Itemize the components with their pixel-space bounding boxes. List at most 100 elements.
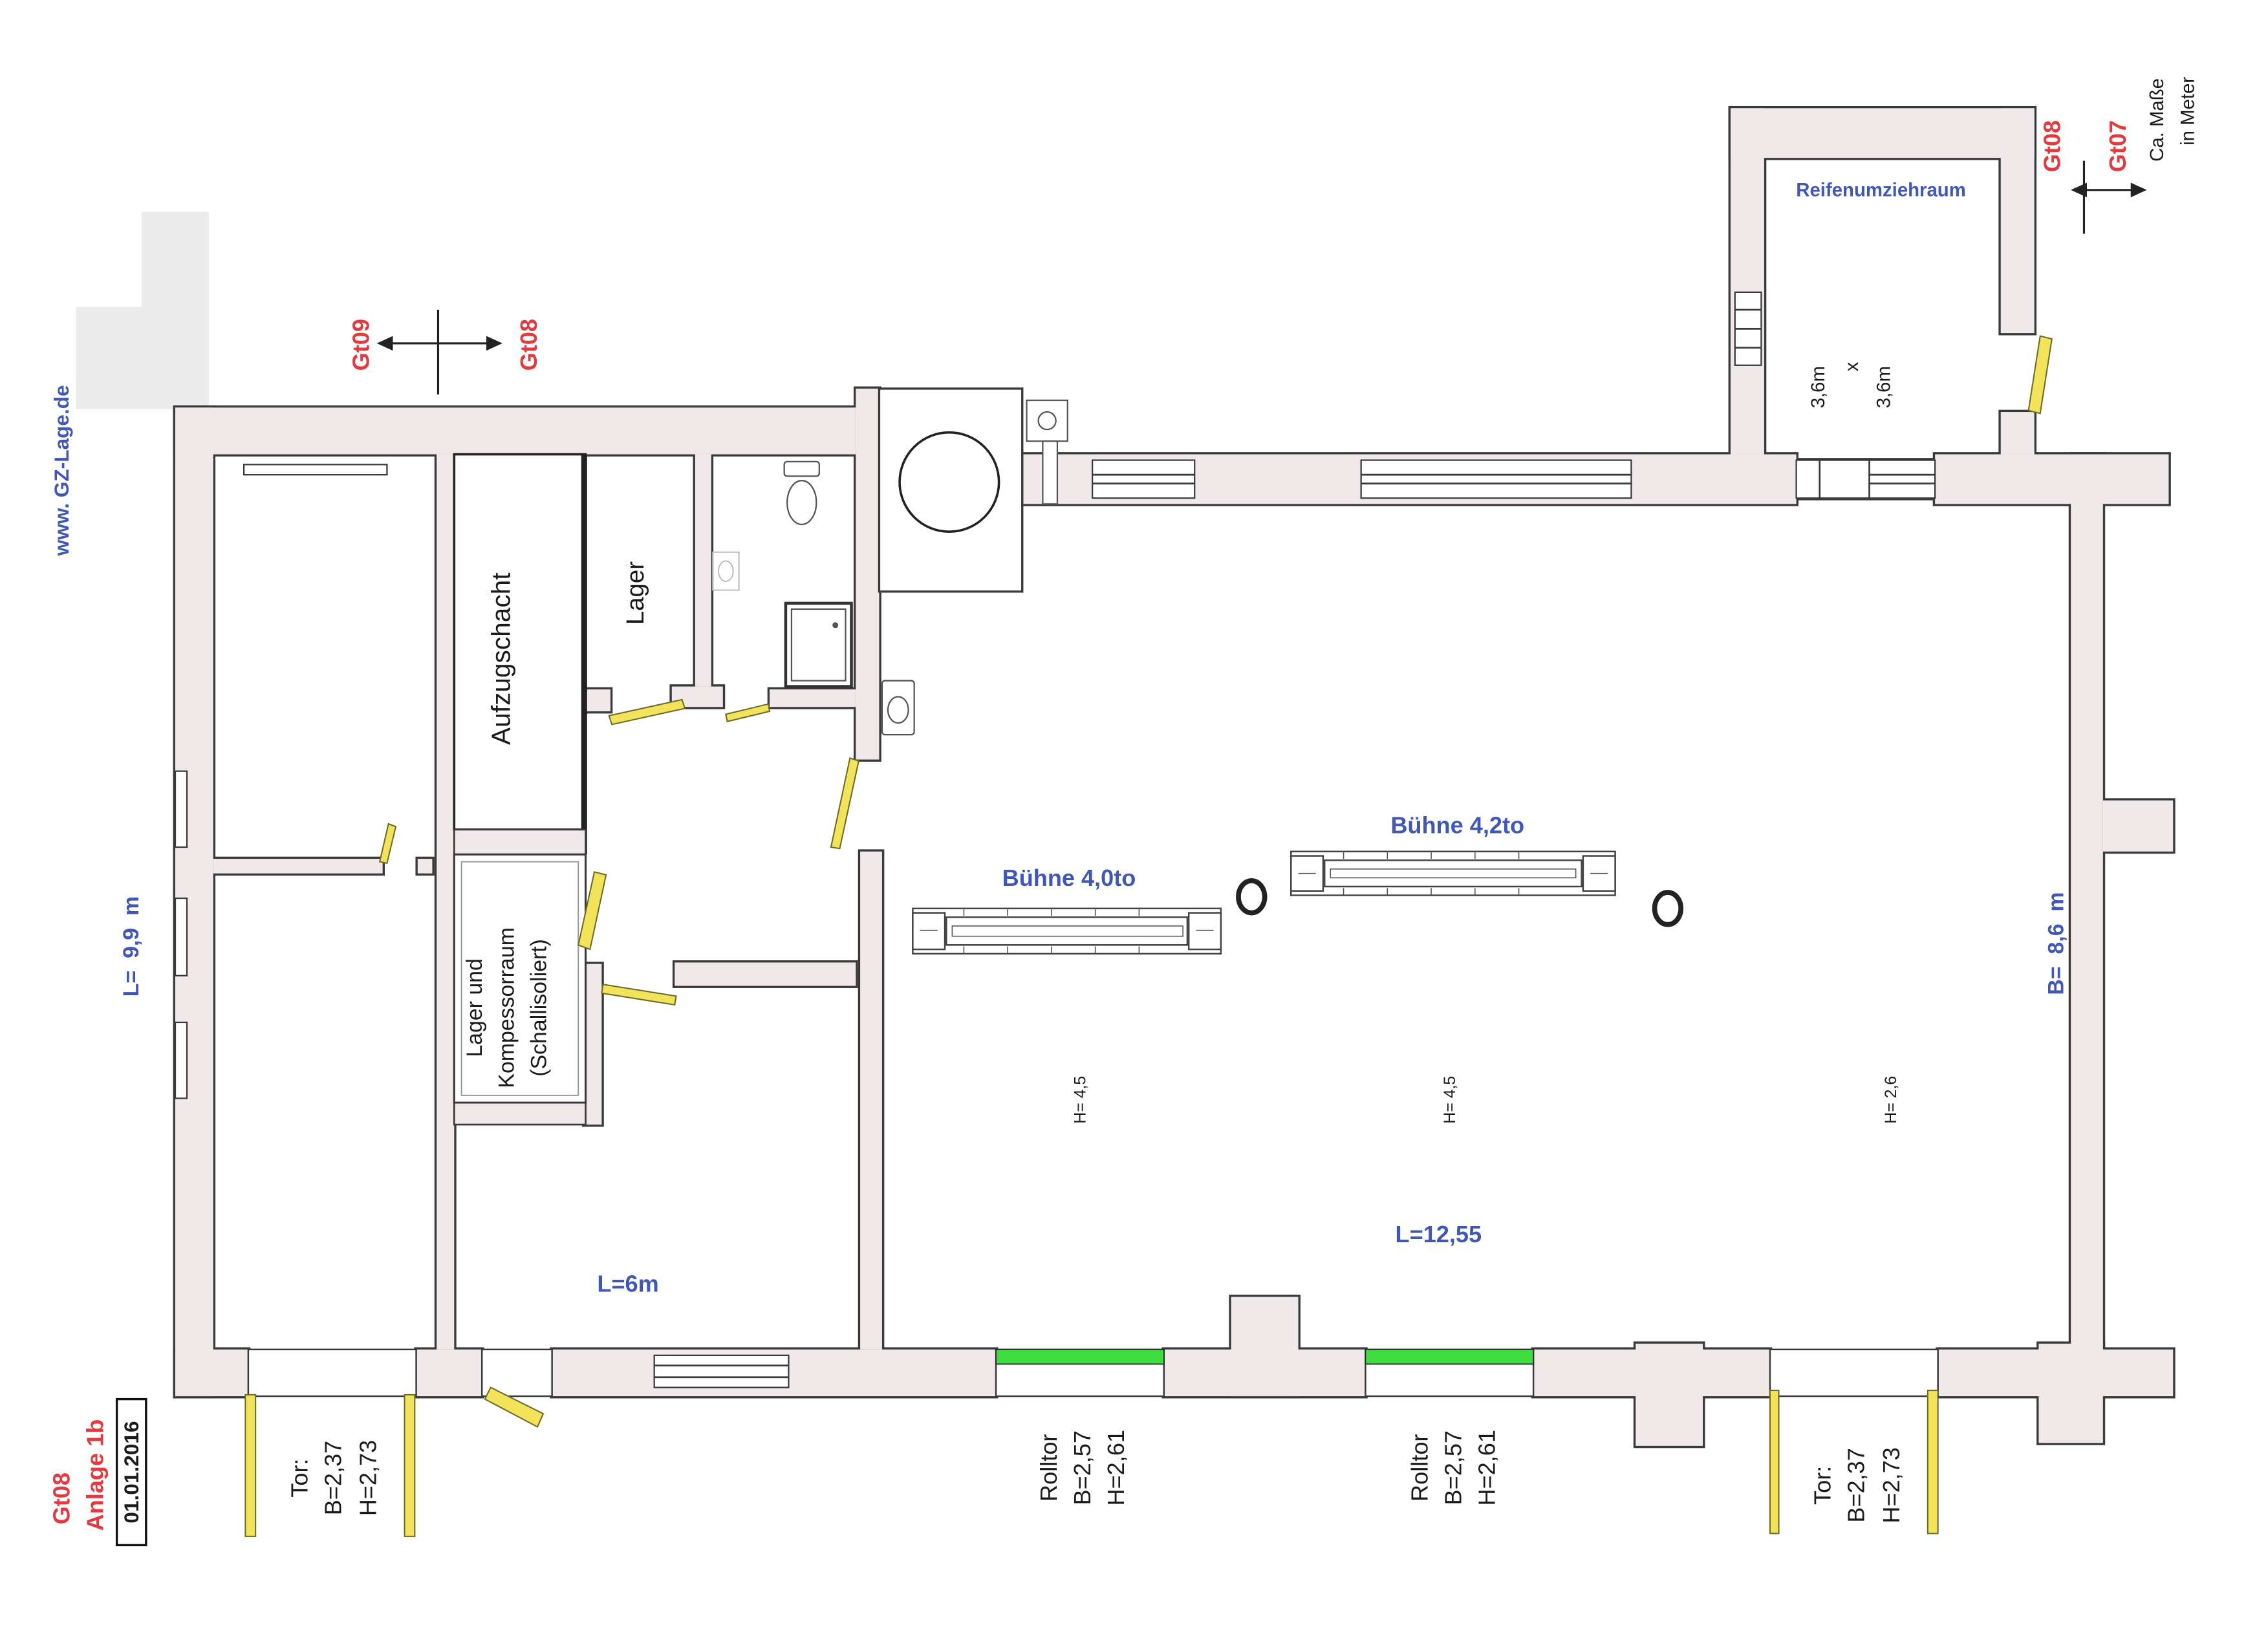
floor-ring-1-icon bbox=[1236, 878, 1268, 916]
tire-room-size-a: 3,6m bbox=[1808, 366, 1829, 408]
window-north-2 bbox=[1360, 459, 1632, 499]
ceiling-height-1: H= 4,5 bbox=[1072, 1076, 1090, 1124]
compressor-room-insulation bbox=[460, 861, 579, 1096]
sign-mark-icon bbox=[718, 560, 734, 582]
lift-1-rail bbox=[945, 916, 1189, 946]
website-label: www. GZ-Lage.de bbox=[50, 385, 73, 556]
compressor-room-label-1: Lager und bbox=[462, 958, 487, 1057]
lift-2-label: Bühne 4,2to bbox=[1390, 812, 1524, 839]
door-south bbox=[484, 1386, 545, 1428]
building-length-label: L= 9,9 m bbox=[119, 896, 144, 997]
arrowhead-left-icon bbox=[2071, 182, 2087, 198]
door-workshop bbox=[601, 984, 677, 1006]
gate-2-type: Tor: bbox=[1809, 1466, 1836, 1505]
rolltor-1 bbox=[995, 1348, 1165, 1365]
gate-1-width: B=2,37 bbox=[319, 1441, 346, 1516]
gate-post-4 bbox=[1927, 1390, 1939, 1535]
rolltor-2 bbox=[1365, 1348, 1535, 1365]
toilet-tank-icon bbox=[783, 460, 820, 477]
lift-2 bbox=[1290, 850, 1616, 896]
window-west-2 bbox=[174, 897, 188, 976]
elevator-shaft-base bbox=[453, 828, 587, 856]
shower-inner-icon bbox=[790, 608, 847, 682]
gate-post-3 bbox=[1769, 1390, 1780, 1535]
toilet-bowl-icon bbox=[786, 480, 817, 526]
gate-1-type: Tor: bbox=[286, 1458, 312, 1497]
lift-2-center bbox=[1330, 868, 1577, 879]
gate-1-height: H=2,73 bbox=[355, 1440, 382, 1516]
floor-ring-2-icon bbox=[1652, 890, 1684, 927]
lift-2-rail bbox=[1323, 859, 1582, 888]
gate-opening-2 bbox=[1769, 1348, 1939, 1397]
doors bbox=[244, 335, 2053, 1537]
gate-opening-1 bbox=[247, 1348, 417, 1397]
door-tire-room bbox=[2027, 335, 2053, 415]
side-room-length-label: L=6m bbox=[597, 1271, 658, 1297]
units-note-line-1: Ca. Maße bbox=[2146, 78, 2168, 162]
compressor-room bbox=[453, 853, 587, 1126]
section-marker-from: Gt08 bbox=[2038, 120, 2065, 172]
gate-2-height: H=2,73 bbox=[1878, 1447, 1905, 1524]
compressor-room-base bbox=[453, 1101, 587, 1126]
south-openings bbox=[247, 1348, 1939, 1397]
window-north-1 bbox=[1092, 459, 1196, 499]
tank-circle-icon bbox=[898, 431, 1000, 534]
arrowhead-left-icon bbox=[376, 336, 393, 351]
technical-block bbox=[878, 387, 1068, 593]
tire-room-name: Reifenumziehraum bbox=[1796, 179, 1966, 200]
section-arrow-2 bbox=[2071, 160, 2147, 234]
compressor-room-label-3: (Schallisoliert) bbox=[526, 939, 551, 1077]
window-north-3 bbox=[1795, 459, 1936, 499]
tire-room-size-x: x bbox=[1841, 361, 1863, 371]
lift-2-marks bbox=[1343, 851, 1520, 896]
rolltor-1-type: Rolltor bbox=[1035, 1434, 1062, 1502]
building-width-label: B= 8,6 m bbox=[2044, 892, 2069, 995]
ceiling-height-3: H= 2,6 bbox=[1883, 1076, 1900, 1124]
rolltor-1-width: B=2,57 bbox=[1069, 1430, 1096, 1505]
document-date-box bbox=[115, 1397, 147, 1547]
scan-shading bbox=[76, 211, 209, 409]
sign-icon bbox=[712, 551, 740, 591]
lift-1-marks bbox=[963, 908, 1140, 954]
scan-shade-upper bbox=[142, 211, 209, 409]
lift-1-end-right bbox=[1187, 912, 1222, 951]
lift-1-center bbox=[951, 925, 1183, 937]
arrowhead-right-icon bbox=[2130, 182, 2147, 198]
compressor-room-label-2: Kompessorraum bbox=[495, 927, 519, 1088]
rolltor-2-type: Rolltor bbox=[1406, 1434, 1432, 1502]
door-west-room bbox=[378, 823, 397, 865]
tire-room-size-b: 3,6m bbox=[1874, 366, 1895, 408]
document-attachment: Anlage 1b bbox=[81, 1419, 108, 1531]
window-west-3 bbox=[174, 1021, 188, 1099]
window-south bbox=[653, 1354, 790, 1388]
section-marker-to: Gt08 bbox=[515, 319, 542, 371]
gate-post-1 bbox=[244, 1394, 257, 1537]
elevator-shaft-label: Aufzugschacht bbox=[486, 572, 516, 744]
sanitary bbox=[712, 460, 915, 736]
rolltor-2-height: H=2,61 bbox=[1473, 1430, 1500, 1505]
windows bbox=[174, 291, 1936, 1388]
door-hall-west bbox=[830, 757, 860, 850]
lift-1 bbox=[912, 907, 1222, 955]
lift-1-label: Bühne 4,0to bbox=[1002, 865, 1136, 891]
units-note-line-2: in Meter bbox=[2177, 77, 2198, 146]
document-code: Gt08 bbox=[48, 1472, 74, 1524]
tap-pipe bbox=[1042, 440, 1059, 505]
window-west-1 bbox=[174, 770, 188, 848]
door-storage bbox=[608, 698, 686, 726]
section-arrow-1 bbox=[376, 309, 502, 394]
section-marker-from: Gt09 bbox=[347, 319, 374, 371]
rolltor-2-width: B=2,57 bbox=[1440, 1430, 1466, 1505]
elevator-shaft-frame bbox=[453, 453, 587, 831]
hall-length-label: L=12,55 bbox=[1396, 1221, 1482, 1247]
document-date: 01.01.2016 bbox=[120, 1421, 143, 1523]
sink-basin-icon bbox=[887, 696, 909, 724]
storage-label: Lager bbox=[621, 561, 649, 625]
gate-post-2 bbox=[404, 1394, 416, 1537]
arrowhead-right-icon bbox=[486, 336, 502, 351]
ceiling-height-2: H= 4,5 bbox=[1442, 1076, 1459, 1124]
tap-icon bbox=[1037, 411, 1057, 431]
gate-2-width: B=2,37 bbox=[1843, 1448, 1870, 1523]
section-marker-to: Gt07 bbox=[2104, 120, 2131, 172]
